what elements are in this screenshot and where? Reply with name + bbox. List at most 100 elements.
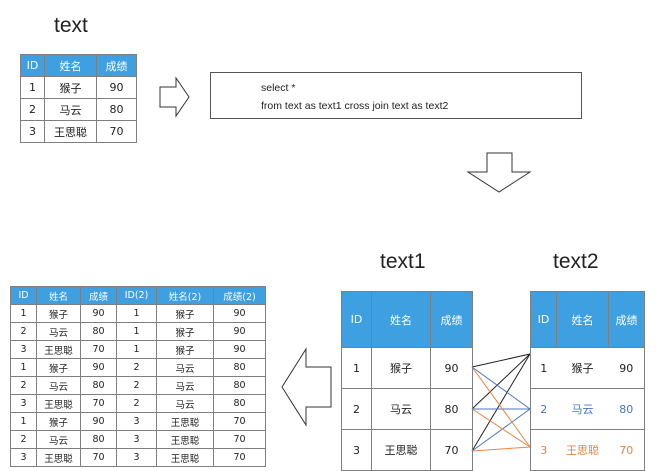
header-name: 姓名 [556,291,609,348]
cell-id: 3 [10,394,37,413]
cell-id-2: 3 [116,430,157,449]
cell-name: 猴子 [371,347,431,389]
cell-score-2: 70 [213,430,266,449]
cell-score-2: 80 [213,358,266,377]
arrow-left-icon [281,347,332,427]
header-name: 姓名 [371,291,431,348]
cell-name: 王思聪 [556,429,609,471]
table-row: 3 王思聪 70 [530,429,645,471]
table-row: 2 马云 80 [341,388,473,430]
join-line [471,353,531,368]
cell-score: 80 [96,98,137,121]
table-row: 2 马云 80 [20,98,137,121]
table-row: 3 王思聪 70 [20,120,137,143]
cell-id: 2 [530,388,557,430]
cell-score: 80 [80,376,117,395]
cell-name-2: 猴子 [156,340,214,359]
header-name-2: 姓名(2) [156,286,214,305]
header-score: 成绩 [608,291,645,348]
table-row: 1 猴子 90 [341,347,473,389]
cell-id: 3 [10,448,37,467]
header-score: 成绩 [430,291,473,348]
cell-name-2: 猴子 [156,322,214,341]
cell-id-2: 3 [116,448,157,467]
cell-id: 1 [341,347,372,389]
table-row: 1 猴子 90 [20,76,137,99]
cell-score: 70 [80,394,117,413]
join-line [471,366,531,410]
cell-id: 3 [10,340,37,359]
cell-name-2: 马云 [156,394,214,413]
cell-score: 90 [608,347,645,389]
cell-name: 马云 [36,376,81,395]
table-header-row: ID 姓名 成绩 [341,291,473,348]
cell-id: 2 [341,388,372,430]
cell-name-2: 王思聪 [156,412,214,431]
cell-score: 70 [80,448,117,467]
header-score: 成绩 [80,286,117,305]
cell-score-2: 70 [213,448,266,467]
header-id: ID [530,291,557,348]
cell-name: 王思聪 [44,120,97,143]
cell-id-2: 1 [116,304,157,323]
cell-name: 马云 [36,322,81,341]
cell-name: 王思聪 [371,429,431,471]
cross-join-lines [471,353,531,452]
cell-id: 1 [10,412,37,431]
cell-name-2: 王思聪 [156,448,214,467]
text2-table-title: text2 [553,250,599,273]
header-score-2: 成绩(2) [213,286,266,305]
join-line [471,366,531,448]
cell-id: 2 [10,322,37,341]
cell-name-2: 马云 [156,376,214,395]
cell-id: 2 [10,376,37,395]
table-header-row: ID 姓名 成绩 [530,291,645,348]
arrow-down-icon [466,152,532,193]
cell-score: 70 [80,340,117,359]
cell-score: 70 [608,429,645,471]
sql-line-1: select * [261,82,296,94]
cell-score-2: 80 [213,376,266,395]
cell-name: 王思聪 [36,448,81,467]
header-id: ID [10,286,37,305]
cell-name: 马云 [556,388,609,430]
source-table-title: text [54,14,88,37]
cell-id: 3 [341,429,372,471]
cell-score: 70 [430,429,473,471]
cell-name: 猴子 [36,412,81,431]
cell-name-2: 马云 [156,358,214,377]
text2-table: ID 姓名 成绩 1 猴子 90 2 马云 80 3 王思聪 70 [530,291,645,471]
cell-name: 马云 [371,388,431,430]
cell-score: 90 [430,347,473,389]
cell-score: 80 [430,388,473,430]
cell-score-2: 90 [213,322,266,341]
cell-score: 90 [80,358,117,377]
source-table: ID 姓名 成绩 1 猴子 90 2 马云 80 3 王思聪 70 [20,54,137,143]
arrow-right-icon [159,76,190,118]
cell-score: 80 [80,322,117,341]
cell-id-2: 1 [116,322,157,341]
header-id-2: ID(2) [116,286,157,305]
cell-id: 2 [10,430,37,449]
cell-id-2: 2 [116,394,157,413]
cell-name: 猴子 [36,304,81,323]
cell-id-2: 3 [116,412,157,431]
text1-table: ID 姓名 成绩 1 猴子 90 2 马云 80 3 王思聪 70 [341,291,473,471]
join-line [471,408,531,452]
cell-score: 80 [608,388,645,430]
cell-id-2: 2 [116,376,157,395]
cell-name: 王思聪 [36,394,81,413]
cell-name: 猴子 [36,358,81,377]
cell-id: 3 [530,429,557,471]
cell-score: 90 [80,412,117,431]
cell-name-2: 猴子 [156,304,214,323]
table-row: 2 马云 80 [530,388,645,430]
cell-score: 90 [80,304,117,323]
text1-table-title: text1 [380,250,426,273]
